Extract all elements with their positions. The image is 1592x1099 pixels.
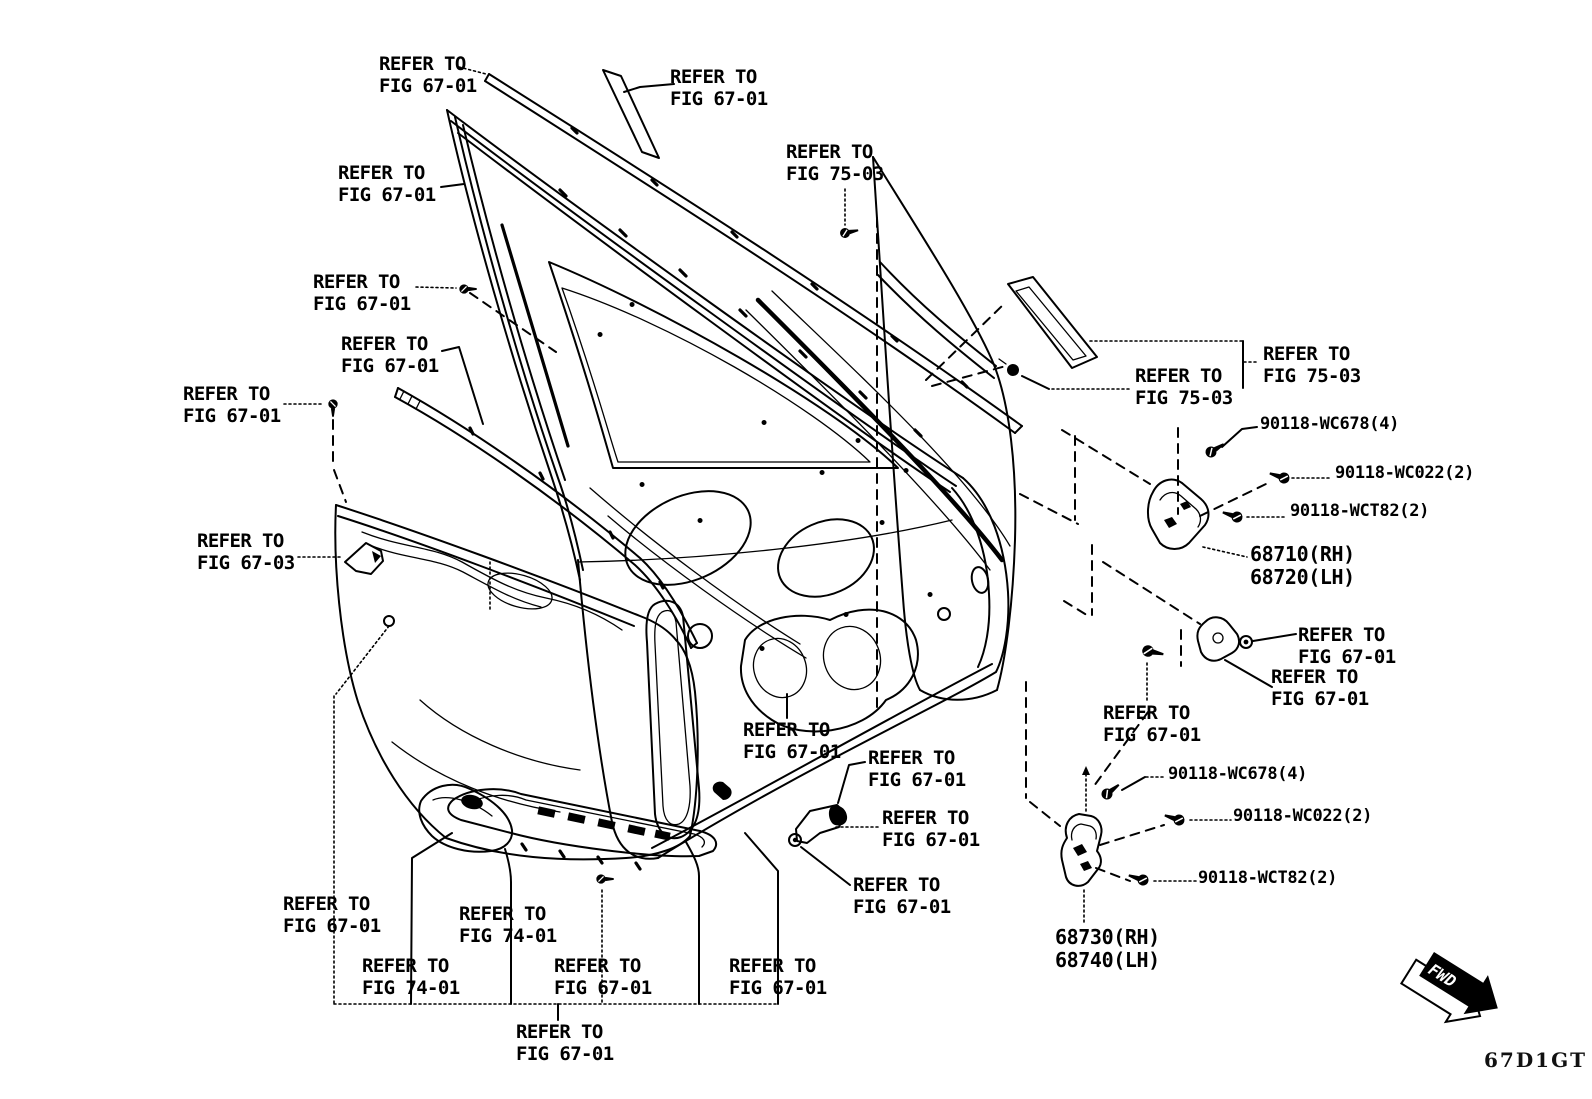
pn-90118-wc022-upper: 90118-WC022(2) — [1335, 463, 1475, 483]
window-switch-panel — [447, 788, 718, 871]
assembly-dashed-lines — [332, 217, 1271, 882]
trim-clip-67-03 — [344, 542, 384, 575]
pn-90118-wct82-lower: 90118-WCT82(2) — [1198, 868, 1338, 888]
ref-fig67-01-clip-left: REFER TO FIG 67-01 — [313, 271, 411, 315]
ref-fig67-03-trim-clip: REFER TO FIG 67-03 — [197, 530, 295, 574]
ref-fig67-01-screw-left: REFER TO FIG 67-01 — [183, 383, 281, 427]
ref-fig67-01-bracket-ring: REFER TO FIG 67-01 — [853, 874, 951, 918]
ref-fig67-01-frame-left: REFER TO FIG 67-01 — [338, 162, 436, 206]
door-trim-panel — [334, 504, 919, 861]
ref-fig67-01-pullcup: REFER TO FIG 67-01 — [729, 955, 827, 999]
pn-68730-68740-lower-hinge: 68730(RH) 68740(LH) — [1055, 925, 1160, 972]
pn-68710-68720-upper-hinge: 68710(RH) 68720(LH) — [1250, 542, 1355, 589]
lock-striker-bracket — [788, 804, 848, 847]
pn-90118-wc678-lower: 90118-WC678(4) — [1168, 764, 1308, 784]
ref-fig75-03-top: REFER TO FIG 75-03 — [786, 141, 884, 185]
door-outer-panel — [872, 156, 1017, 701]
ref-fig67-01-bus: REFER TO FIG 67-01 — [516, 1021, 614, 1065]
ref-fig74-01-switch: REFER TO FIG 74-01 — [362, 955, 460, 999]
upper-hinge-68710 — [1147, 478, 1210, 550]
ref-fig67-01-check-washer: REFER TO FIG 67-01 — [1298, 624, 1396, 668]
ref-fig67-01-belt-molding: REFER TO FIG 67-01 — [341, 333, 439, 377]
ref-fig67-01-molding-top: REFER TO FIG 67-01 — [379, 53, 477, 97]
ref-fig67-01-check-bolt: REFER TO FIG 67-01 — [1103, 702, 1201, 746]
armrest-handle — [418, 783, 514, 853]
door-check-link — [1140, 616, 1253, 662]
lower-hinge-68730 — [1060, 813, 1103, 887]
ref-fig74-01-armrest: REFER TO FIG 74-01 — [459, 903, 557, 947]
ref-fig67-01-bracket-top: REFER TO FIG 67-01 — [868, 747, 966, 791]
ref-fig75-03-garnish-right: REFER TO FIG 75-03 — [1263, 343, 1361, 387]
door-frame-moldings — [394, 69, 1023, 649]
corner-garnish-75-03 — [998, 276, 1098, 376]
ref-fig67-01-grommet: REFER TO FIG 67-01 — [283, 893, 381, 937]
pn-90118-wc678-upper: 90118-WC678(4) — [1260, 414, 1400, 434]
ref-fig67-01-strip-top-right: REFER TO FIG 67-01 — [670, 66, 768, 110]
pn-90118-wct82-upper: 90118-WCT82(2) — [1290, 501, 1430, 521]
ref-fig75-03-garnish-left: REFER TO FIG 75-03 — [1135, 365, 1233, 409]
pn-90118-wc022-lower: 90118-WC022(2) — [1233, 806, 1373, 826]
ref-fig67-01-trim-pad: REFER TO FIG 67-01 — [743, 719, 841, 763]
ref-fig67-01-screw-bottom: REFER TO FIG 67-01 — [554, 955, 652, 999]
leader-lines — [283, 66, 1333, 1021]
figure-code: 67D1GT — [1484, 1048, 1588, 1072]
door-window-frame — [446, 109, 964, 581]
ref-fig67-01-bracket-clip: REFER TO FIG 67-01 — [882, 807, 980, 851]
ref-fig67-01-check-link: REFER TO FIG 67-01 — [1271, 666, 1369, 710]
